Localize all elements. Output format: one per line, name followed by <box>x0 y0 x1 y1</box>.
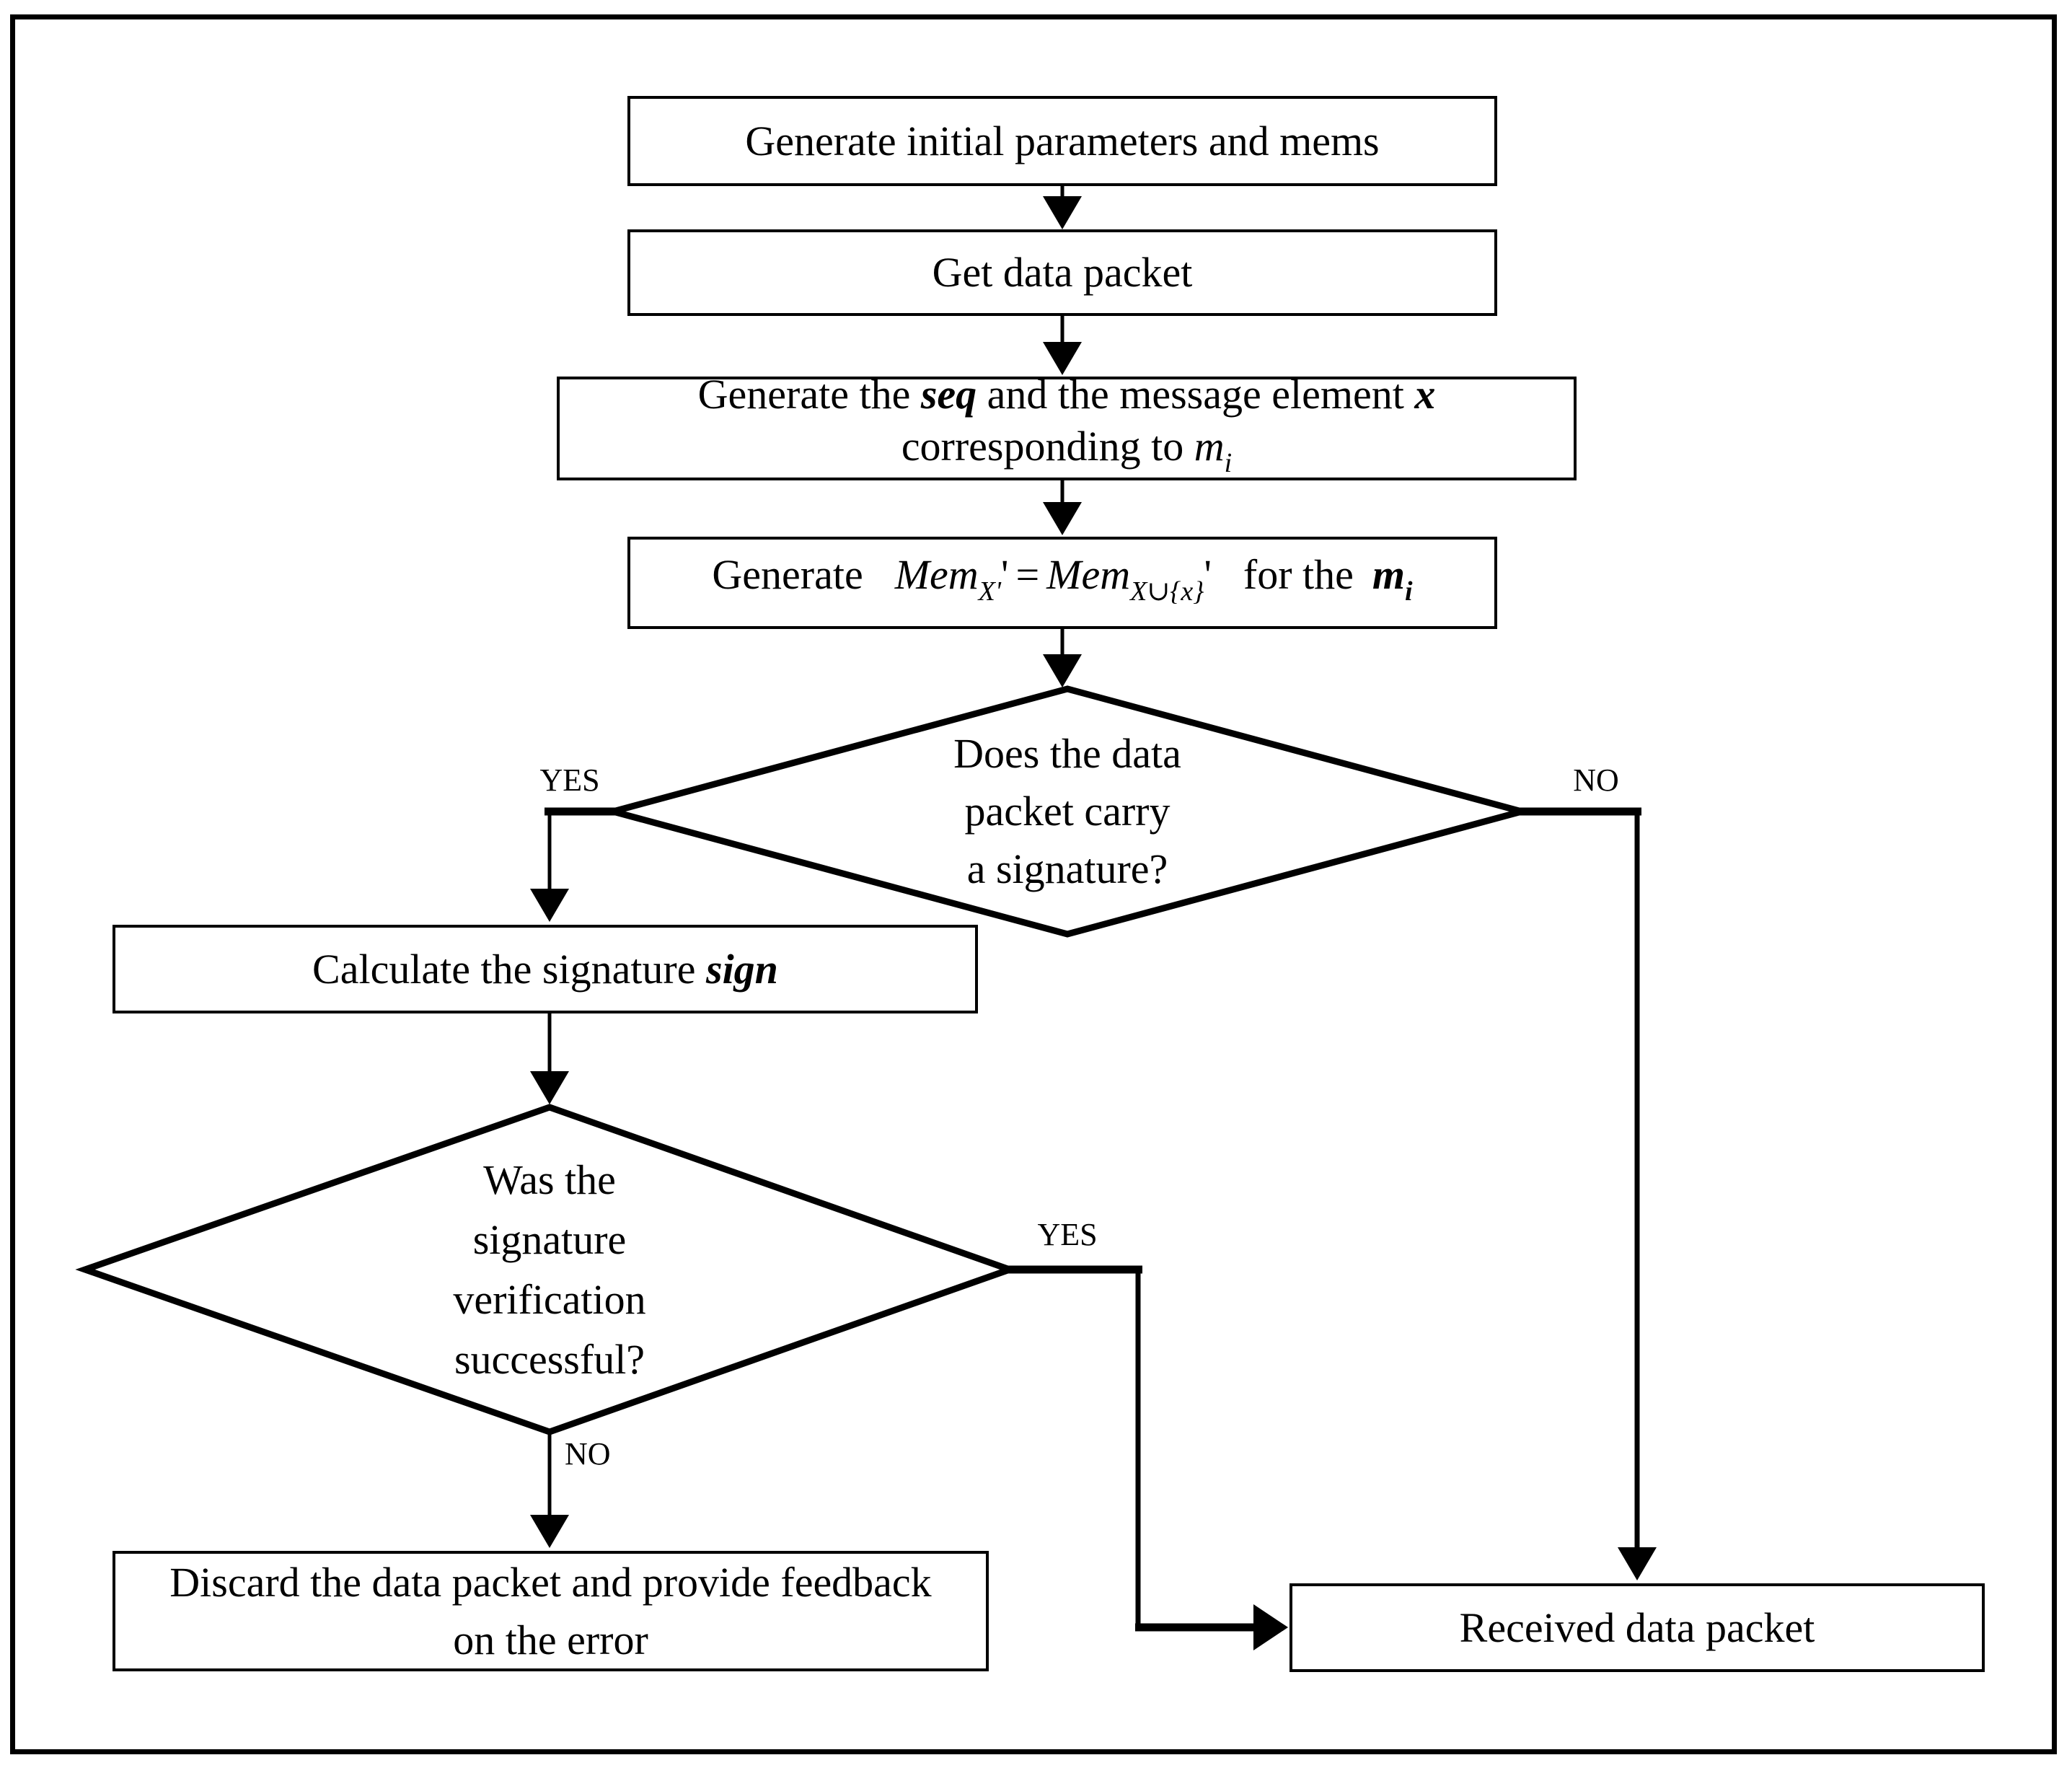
arrow-getpacket-to-genseq <box>1043 315 1082 375</box>
branch-decision2-no <box>530 1430 569 1548</box>
box-generate-initial-parameters-label: Generate initial parameters and mems <box>745 117 1380 164</box>
label-decision2-yes: YES <box>1037 1217 1098 1252</box>
decision-verification-text: Was the signature verification successfu… <box>453 1156 646 1383</box>
box-calculate-signature: Calculate the signature sign <box>113 925 978 1013</box>
sign-symbol: sign <box>706 945 778 993</box>
mem-subscript: X∪{x} <box>1130 576 1204 607</box>
box-generate-initial-parameters: Generate initial parameters and mems <box>627 96 1497 186</box>
decision-signature-text: Does the data packet carry a signature? <box>953 730 1181 892</box>
equals-symbol: = <box>1015 550 1040 598</box>
figure-border <box>10 14 2057 1754</box>
mem-subscript: X' <box>978 576 1001 607</box>
box-discard-packet-line2: on the error <box>453 1616 648 1663</box>
arrowhead-down-icon <box>1043 196 1082 229</box>
arrow-calcsign-to-decision2 <box>530 1012 569 1104</box>
m-subscript: i <box>1405 576 1413 607</box>
mem-symbol: Mem <box>1046 550 1131 598</box>
label-decision2-no: NO <box>565 1436 611 1472</box>
arrowhead-down-icon <box>1618 1547 1657 1580</box>
box-generate-seq-and-x: Generate the seq and the message element… <box>557 371 1577 480</box>
box-calculate-signature-label: Calculate the signature sign <box>312 945 778 993</box>
arrowhead-down-icon <box>1043 342 1082 375</box>
box-received-data-packet-label: Received data packet <box>1459 1604 1815 1651</box>
box-discard-packet-line1: Discard the data packet and provide feed… <box>169 1558 932 1606</box>
box-get-data-packet-label: Get data packet <box>932 249 1193 296</box>
box-generate-seq-line1: Generate the seq and the message element… <box>697 370 1436 418</box>
seq-symbol: seq <box>920 370 977 418</box>
box-get-data-packet: Get data packet <box>627 229 1497 316</box>
arrow-params-to-getpacket <box>1043 185 1082 229</box>
label-decision1-no: NO <box>1573 762 1619 798</box>
branch-decision1-yes <box>530 807 619 922</box>
arrowhead-down-icon <box>530 1515 569 1548</box>
arrow-genseq-to-genmem <box>1043 479 1082 535</box>
box-received-data-packet: Received data packet <box>1290 1583 1985 1672</box>
decision-diamond-signature <box>600 685 1535 938</box>
label-decision1-yes: YES <box>539 762 600 798</box>
arrowhead-down-icon <box>1043 654 1082 687</box>
prime-symbol: ' <box>1204 550 1212 598</box>
m-subscript: i <box>1224 447 1233 478</box>
box-generate-seq-line2: corresponding to mi <box>901 422 1233 478</box>
m-symbol: m <box>1372 550 1406 598</box>
arrowhead-right-icon <box>1253 1604 1288 1650</box>
m-symbol: m <box>1194 422 1225 470</box>
arrowhead-down-icon <box>530 889 569 922</box>
box-discard-packet: Discard the data packet and provide feed… <box>113 1551 989 1671</box>
mem-symbol: Mem <box>894 550 979 598</box>
arrowhead-down-icon <box>530 1071 569 1104</box>
branch-decision2-yes <box>1007 1265 1288 1650</box>
prime-symbol: ' <box>1001 550 1009 598</box>
arrow-genmem-to-decision1 <box>1043 628 1082 687</box>
arrowhead-down-icon <box>1043 502 1082 535</box>
branch-decision1-no <box>1517 807 1657 1580</box>
x-symbol: x <box>1414 370 1436 418</box>
